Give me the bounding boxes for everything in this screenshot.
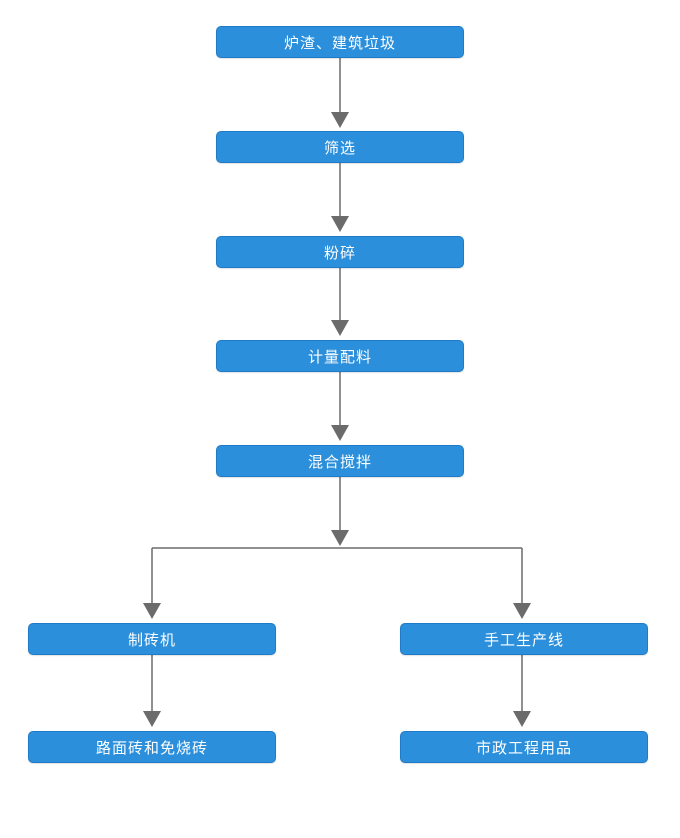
node-screening: 筛选 xyxy=(216,131,464,163)
node-manual-production-line: 手工生产线 xyxy=(400,623,648,655)
node-label: 计量配料 xyxy=(307,347,372,366)
arrowhead-crush xyxy=(331,216,349,232)
node-label: 路面砖和免烧砖 xyxy=(95,738,208,757)
node-label: 粉碎 xyxy=(323,243,356,262)
arrowhead-batch xyxy=(331,320,349,336)
node-label: 市政工程用品 xyxy=(475,738,572,757)
node-label: 筛选 xyxy=(323,138,356,157)
node-mixing: 混合搅拌 xyxy=(216,445,464,477)
arrowhead-machine xyxy=(143,603,161,619)
arrowhead-split xyxy=(331,530,349,546)
node-metering-batching: 计量配料 xyxy=(216,340,464,372)
arrowhead-screen xyxy=(331,112,349,128)
node-label: 炉渣、建筑垃圾 xyxy=(283,33,396,52)
node-brick-machine: 制砖机 xyxy=(28,623,276,655)
node-label: 混合搅拌 xyxy=(307,452,372,471)
arrowhead-paving xyxy=(143,711,161,727)
arrowhead-mix xyxy=(331,425,349,441)
node-label: 手工生产线 xyxy=(483,630,564,649)
node-crushing: 粉碎 xyxy=(216,236,464,268)
node-paving-and-unfired-bricks: 路面砖和免烧砖 xyxy=(28,731,276,763)
arrowhead-municipal xyxy=(513,711,531,727)
arrowhead-manual xyxy=(513,603,531,619)
node-label: 制砖机 xyxy=(127,630,176,649)
node-slag-construction-waste: 炉渣、建筑垃圾 xyxy=(216,26,464,58)
node-municipal-engineering-products: 市政工程用品 xyxy=(400,731,648,763)
